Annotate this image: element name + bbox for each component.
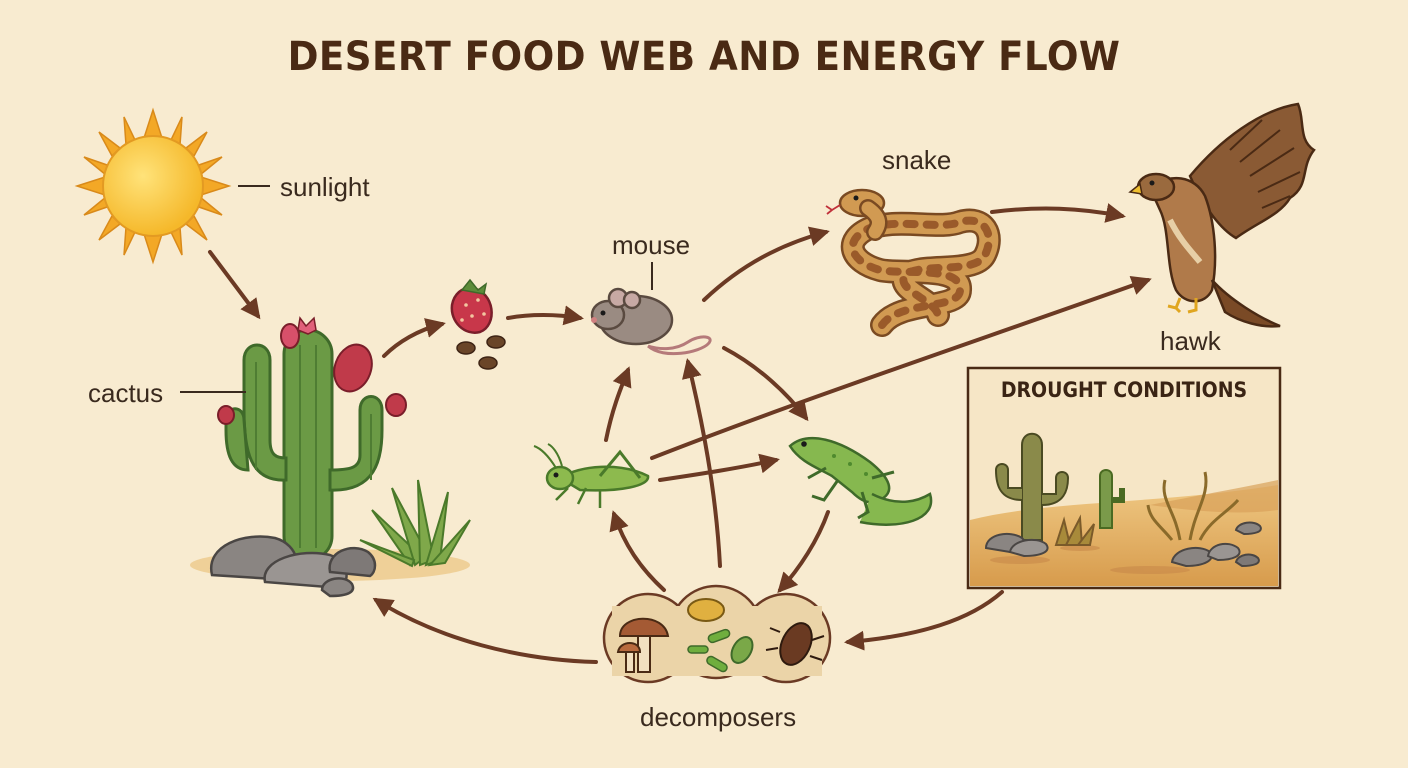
arrow-drought-to-decomposers [844, 590, 1004, 651]
arrow-decomposers-to-mouse [682, 358, 722, 568]
arrow-lizard-to-decomposers [777, 510, 830, 593]
arrow-sun-to-cactus [208, 250, 261, 320]
decomposers-icon [602, 584, 832, 684]
snake-label: snake [882, 145, 952, 175]
decomposers-label: decomposers [640, 702, 797, 732]
arrow-decomposers-to-cactus [372, 597, 598, 664]
drought-conditions-title: DROUGHT CONDITIONS [1000, 378, 1248, 402]
prickly-pear-fruit-icon [450, 278, 493, 334]
seeds-icon [456, 335, 506, 370]
grasshopper-icon [533, 443, 650, 508]
page-title: DESERT FOOD WEB AND ENERGY FLOW [287, 34, 1121, 80]
arrow-snake-to-hawk [990, 203, 1126, 223]
arrow-cactus-to-fruit [382, 318, 446, 358]
hawk-icon [1128, 102, 1316, 328]
lizard-icon [788, 436, 933, 526]
arrow-seeds-to-mouse [506, 305, 584, 326]
arrow-decomposers-to-grasshopper [609, 510, 666, 592]
sun-icon [74, 107, 232, 265]
mouse-icon [590, 287, 712, 356]
cactus-icon [190, 316, 471, 598]
mouse-label: mouse [612, 230, 691, 260]
arrow-grasshopper-to-lizard [658, 453, 780, 482]
arrow-mouse-to-snake [702, 226, 830, 302]
hawk-label: hawk [1160, 326, 1221, 356]
sunlight-label: sunlight [280, 172, 370, 202]
arrow-grasshopper-to-mouse [604, 366, 632, 442]
drought-conditions-panel [966, 366, 1282, 590]
cactus-label: cactus [88, 378, 164, 408]
arrow-grasshopper-to-hawk [650, 275, 1152, 460]
arrow-mouse-to-lizard [722, 346, 809, 422]
snake-icon [825, 188, 1001, 337]
